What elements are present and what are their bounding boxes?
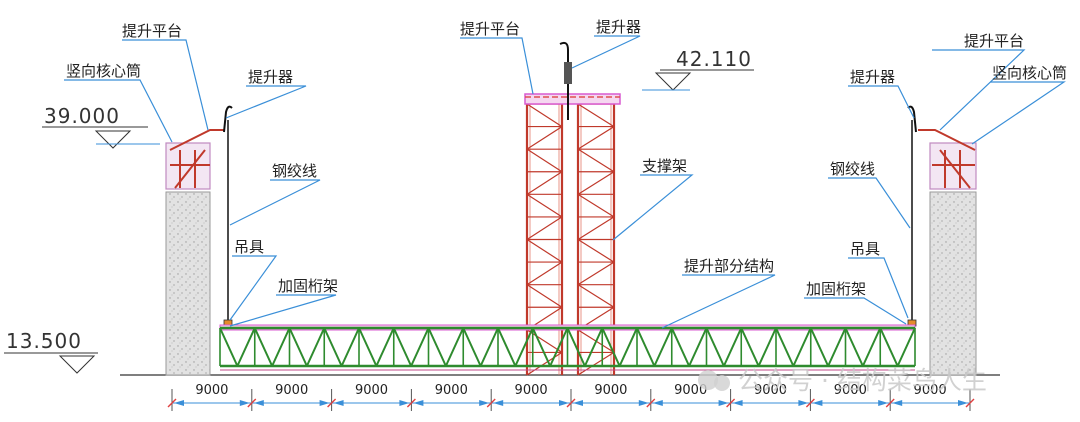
elevation-truss-level: 13.500 <box>4 329 98 374</box>
right-core-tube <box>907 105 977 376</box>
left-lifter-icon <box>223 105 233 133</box>
label-left-reinforced-truss: 加固桁架 <box>278 277 338 295</box>
dimension-label: 9000 <box>275 383 308 398</box>
right-lift-platform <box>918 129 976 189</box>
dimension-label: 9000 <box>355 383 388 398</box>
label-left-lifter: 提升器 <box>248 68 293 86</box>
elevation-truss-level-text: 13.500 <box>6 329 82 353</box>
dimension-label: 9000 <box>435 383 468 398</box>
label-right-lifter: 提升器 <box>850 68 895 86</box>
label-right-strand: 钢绞线 <box>830 160 875 178</box>
label-support-frame: 支撑架 <box>642 157 687 175</box>
center-lift-platform <box>524 41 621 120</box>
dimension-label: 9000 <box>754 383 787 398</box>
label-right-lift-platform: 提升平台 <box>964 32 1024 50</box>
label-left-strand: 钢绞线 <box>272 162 317 180</box>
label-center-lifter: 提升器 <box>596 18 641 36</box>
elevation-platform-top-text: 42.110 <box>676 47 752 71</box>
dimension-label: 9000 <box>195 383 228 398</box>
label-left-core-tube: 竖向核心筒 <box>66 62 141 80</box>
elevation-core-top-text: 39.000 <box>44 104 120 128</box>
label-left-lift-platform: 提升平台 <box>122 22 182 40</box>
label-center-lift-platform: 提升平台 <box>460 20 520 38</box>
label-lifted-structure: 提升部分结构 <box>684 257 774 275</box>
center-lifter-icon <box>559 41 569 62</box>
callout-texts: 提升平台 竖向核心筒 提升器 钢绞线 吊具 加固桁架 提升平台 提升器 支撑架 … <box>66 18 1067 298</box>
label-right-core-tube: 竖向核心筒 <box>992 64 1067 82</box>
lifted-truss <box>219 324 916 371</box>
dimension-label: 9000 <box>515 383 548 398</box>
elevation-platform-top: 42.110 <box>642 47 754 91</box>
callouts <box>64 35 1066 329</box>
elevation-core-top: 39.000 <box>42 104 160 149</box>
dimension-chain: 9000 9000 9000 9000 9000 9000 9000 9000 9000 9000 <box>167 383 975 411</box>
label-right-reinforced-truss: 加固桁架 <box>806 280 866 298</box>
left-core-tube <box>165 105 233 376</box>
dimension-label: 9000 <box>914 383 947 398</box>
label-left-spreader: 吊具 <box>234 238 264 256</box>
dimension-label: 9000 <box>674 383 707 398</box>
dimension-label: 9000 <box>594 383 627 398</box>
watermark: 公众号 · 结构菜鸟人生 <box>698 366 987 395</box>
watermark-text: 公众号 · 结构菜鸟人生 <box>738 366 987 395</box>
left-lift-platform <box>169 129 225 189</box>
dimension-label: 9000 <box>834 383 867 398</box>
label-right-spreader: 吊具 <box>850 240 880 258</box>
